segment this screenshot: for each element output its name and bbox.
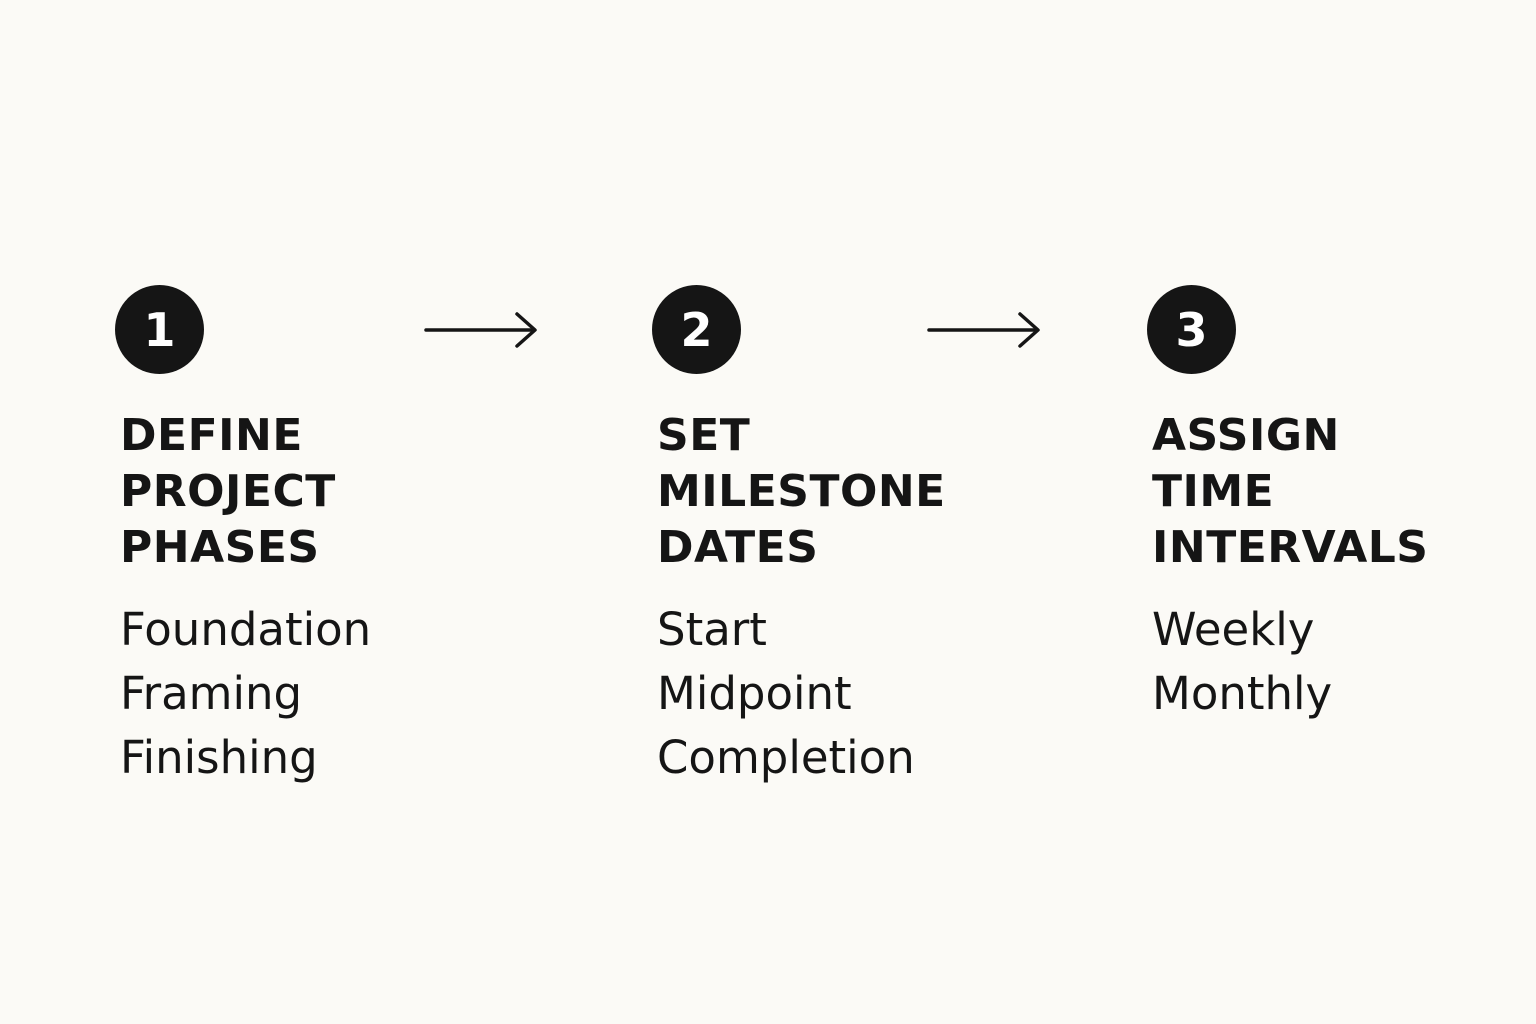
step-title-line: MILESTONE: [657, 466, 946, 517]
step-title-line: INTERVALS: [1152, 522, 1429, 573]
list-item: Framing: [120, 667, 303, 720]
step-title-line: PHASES: [120, 522, 320, 573]
step-title-line: DATES: [657, 522, 819, 573]
step-item-list: Foundation Framing Finishing: [120, 598, 371, 790]
list-item: Start: [657, 603, 767, 656]
step-1: 1 DEFINE PROJECT PHASES Foundation Frami…: [115, 285, 371, 790]
right-arrow-icon: [424, 310, 540, 350]
step-number-badge: 2: [652, 285, 741, 374]
step-title-line: PROJECT: [120, 466, 336, 517]
step-title-line: DEFINE: [120, 410, 303, 461]
right-arrow-icon: [927, 310, 1043, 350]
step-title-line: ASSIGN: [1152, 410, 1340, 461]
step-title: SET MILESTONE DATES: [657, 408, 946, 576]
list-item: Foundation: [120, 603, 372, 656]
step-item-list: Weekly Monthly: [1152, 598, 1429, 726]
list-item: Finishing: [120, 731, 318, 784]
step-title-line: TIME: [1152, 466, 1275, 517]
step-number-badge: 3: [1147, 285, 1236, 374]
step-3: 3 ASSIGN TIME INTERVALS Weekly Monthly: [1147, 285, 1429, 726]
step-item-list: Start Midpoint Completion: [657, 598, 946, 790]
step-title: ASSIGN TIME INTERVALS: [1152, 408, 1429, 576]
list-item: Weekly: [1152, 603, 1315, 656]
step-title: DEFINE PROJECT PHASES: [120, 408, 371, 576]
step-2: 2 SET MILESTONE DATES Start Midpoint Com…: [652, 285, 946, 790]
list-item: Midpoint: [657, 667, 852, 720]
step-title-line: SET: [657, 410, 751, 461]
list-item: Monthly: [1152, 667, 1333, 720]
list-item: Completion: [657, 731, 915, 784]
step-number-badge: 1: [115, 285, 204, 374]
